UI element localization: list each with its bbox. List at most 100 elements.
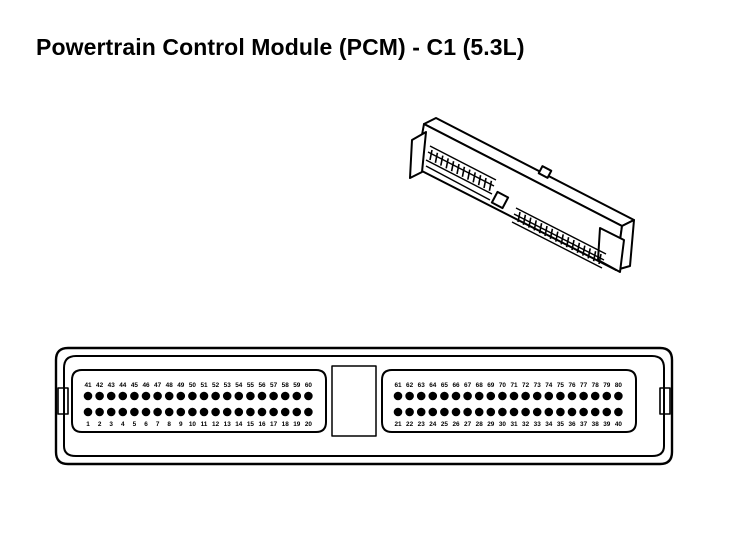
pin-63 — [416, 391, 426, 401]
pin-8 — [164, 407, 174, 417]
pin-17 — [269, 407, 278, 417]
pin-42 — [95, 391, 104, 401]
pin-33 — [532, 407, 542, 417]
pin-label-14: 14 — [235, 421, 243, 428]
iso-pin-cavity — [528, 217, 532, 228]
pin-label-31: 31 — [510, 421, 518, 428]
iso-pin-cavity — [576, 242, 581, 253]
pin-34 — [544, 407, 554, 417]
pin-label-48: 48 — [166, 382, 174, 389]
pin-61 — [393, 391, 403, 401]
pin-7 — [153, 407, 162, 417]
pin-56 — [257, 391, 267, 401]
pin-73 — [532, 391, 542, 401]
pin-79 — [602, 391, 612, 401]
pin-label-16: 16 — [258, 421, 266, 428]
pin-label-8: 8 — [167, 421, 171, 428]
pin-label-76: 76 — [568, 382, 576, 389]
pin-36 — [567, 407, 577, 417]
iso-pin-cavity — [598, 253, 602, 265]
pin-label-49: 49 — [177, 382, 185, 389]
pin-label-42: 42 — [96, 382, 104, 389]
pin-label-67: 67 — [464, 382, 472, 389]
pin-40 — [614, 407, 623, 417]
pin-28 — [474, 407, 484, 417]
iso-pin-cavity — [429, 149, 433, 161]
pin-31 — [509, 407, 519, 417]
pin-label-33: 33 — [534, 421, 542, 428]
pin-label-13: 13 — [224, 421, 232, 428]
pin-62 — [405, 391, 414, 401]
pin-20 — [304, 407, 313, 417]
iso-pin-cavity — [456, 163, 460, 175]
pin-label-10: 10 — [189, 421, 197, 428]
iso-pin-cavity — [477, 175, 482, 186]
pin-23 — [416, 407, 426, 417]
pin-label-26: 26 — [452, 421, 460, 428]
iso-pin-cavity — [555, 231, 559, 242]
pin-label-71: 71 — [510, 382, 518, 389]
pin-label-30: 30 — [499, 421, 507, 428]
left-pin-block — [71, 369, 327, 433]
center-key — [331, 365, 377, 437]
iso-pin-cavity — [483, 177, 487, 189]
pin-6 — [141, 407, 151, 417]
pin-69 — [486, 391, 496, 401]
pin-71 — [509, 391, 519, 401]
pin-label-70: 70 — [499, 382, 507, 389]
pin-label-65: 65 — [441, 382, 449, 389]
pin-label-37: 37 — [580, 421, 588, 428]
pin-label-41: 41 — [84, 382, 92, 389]
pin-5 — [130, 407, 139, 417]
pin-label-35: 35 — [557, 421, 565, 428]
pin-label-66: 66 — [452, 382, 460, 389]
pin-label-19: 19 — [293, 421, 301, 428]
pin-label-25: 25 — [441, 421, 449, 428]
pin-label-50: 50 — [189, 382, 197, 389]
pin-label-75: 75 — [557, 382, 565, 389]
pin-24 — [428, 407, 438, 417]
pin-30 — [498, 407, 507, 417]
pin-72 — [521, 391, 530, 401]
pin-label-44: 44 — [119, 382, 127, 389]
pin-37 — [579, 407, 588, 417]
pin-label-9: 9 — [179, 421, 183, 428]
pin-60 — [304, 391, 313, 401]
pin-label-57: 57 — [270, 382, 278, 389]
pin-19 — [292, 407, 302, 417]
pin-15 — [246, 407, 255, 417]
diagram-title: Powertrain Control Module (PCM) - C1 (5.… — [36, 34, 525, 60]
pin-52 — [211, 391, 220, 401]
pin-label-3: 3 — [109, 421, 113, 428]
pin-label-74: 74 — [545, 382, 553, 389]
pin-29 — [486, 407, 496, 417]
pin-38 — [590, 407, 600, 417]
pin-59 — [292, 391, 302, 401]
pin-80 — [614, 391, 623, 401]
pin-65 — [440, 391, 449, 401]
iso-pin-cavity — [488, 180, 493, 191]
pin-55 — [246, 391, 255, 401]
pin-41 — [83, 391, 93, 401]
pin-9 — [176, 407, 186, 417]
pin-76 — [567, 391, 577, 401]
pin-label-34: 34 — [545, 421, 553, 428]
pin-label-52: 52 — [212, 382, 220, 389]
pin-label-54: 54 — [235, 382, 243, 389]
pin-label-15: 15 — [247, 421, 255, 428]
pin-label-79: 79 — [603, 382, 611, 389]
pin-46 — [141, 391, 151, 401]
pin-label-62: 62 — [406, 382, 414, 389]
pin-44 — [118, 391, 128, 401]
pin-label-77: 77 — [580, 382, 588, 389]
pin-label-24: 24 — [429, 421, 437, 428]
pin-39 — [602, 407, 612, 417]
iso-pin-cavity — [434, 152, 439, 163]
iso-pin-cavity — [587, 248, 591, 259]
pin-13 — [222, 407, 232, 417]
pin-32 — [521, 407, 530, 417]
iso-pin-cavity — [472, 172, 476, 183]
iso-pin-cavity — [450, 161, 455, 172]
iso-pin-cavity — [544, 225, 548, 237]
pin-10 — [188, 407, 197, 417]
